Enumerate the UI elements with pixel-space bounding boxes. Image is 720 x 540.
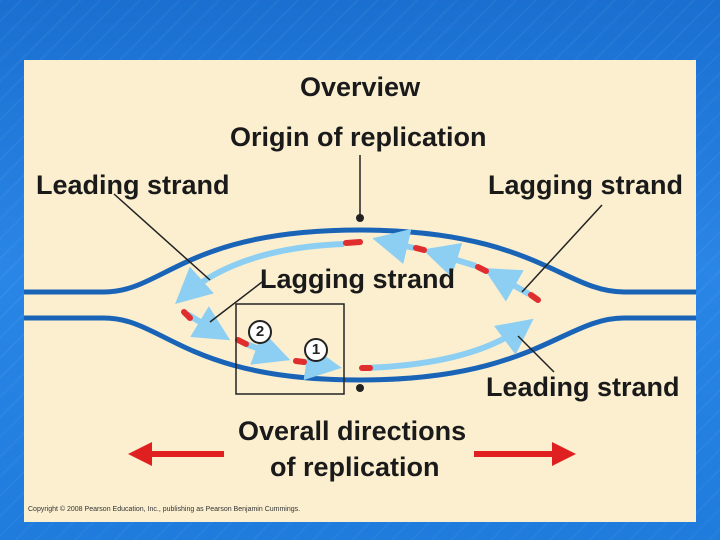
step-2-badge: 2 [248,320,272,344]
leading-strand-bottom-arrow [363,318,534,371]
overview-title: Overview [300,72,421,102]
primer-top-4 [528,292,541,303]
inset-box [235,303,345,395]
lagging-strand-mid-label: Lagging strand [260,264,455,294]
primer-top-2 [413,245,427,253]
primer-bottom-1 [181,309,193,321]
leading-strand-bottom-label: Leading strand [486,372,680,402]
lagging-fragment-bottom-1 [244,330,291,365]
leading-strand-top-arrow [175,241,345,305]
origin-dot-top [356,214,364,222]
leading-strand-top-label: Leading strand [36,170,230,200]
diagram-panel: Overview Origin of replication Leading s… [24,60,696,522]
primer-top-3 [475,264,489,274]
origin-of-replication-label: Origin of replication [230,122,487,152]
primer-bottom-3 [293,358,307,365]
callout-leading-top [113,193,211,281]
lagging-strand-top-label: Lagging strand [488,170,683,200]
replication-bubble-diagram [24,155,696,466]
copyright-text: Copyright © 2008 Pearson Education, Inc.… [28,506,301,513]
lagging-fragment-top-1 [372,228,415,264]
callout-lagging-top [521,204,603,293]
parental-strand-bottom-outer [24,315,696,383]
primer-bottom-2 [235,337,249,347]
callout-leading-bottom [517,335,555,373]
origin-dot-bottom [356,384,364,392]
overall-directions-line1: Overall directions [238,416,467,446]
callout-lagging-mid [209,281,263,323]
parental-strand-top-outer [24,227,696,295]
primer-top-1 [343,239,363,246]
step-1-badge: 1 [304,338,328,362]
lagging-fragment-top-2 [422,242,477,278]
lagging-fragment-bottom-0 [303,344,342,381]
overall-directions-line2: of replication [270,452,440,482]
